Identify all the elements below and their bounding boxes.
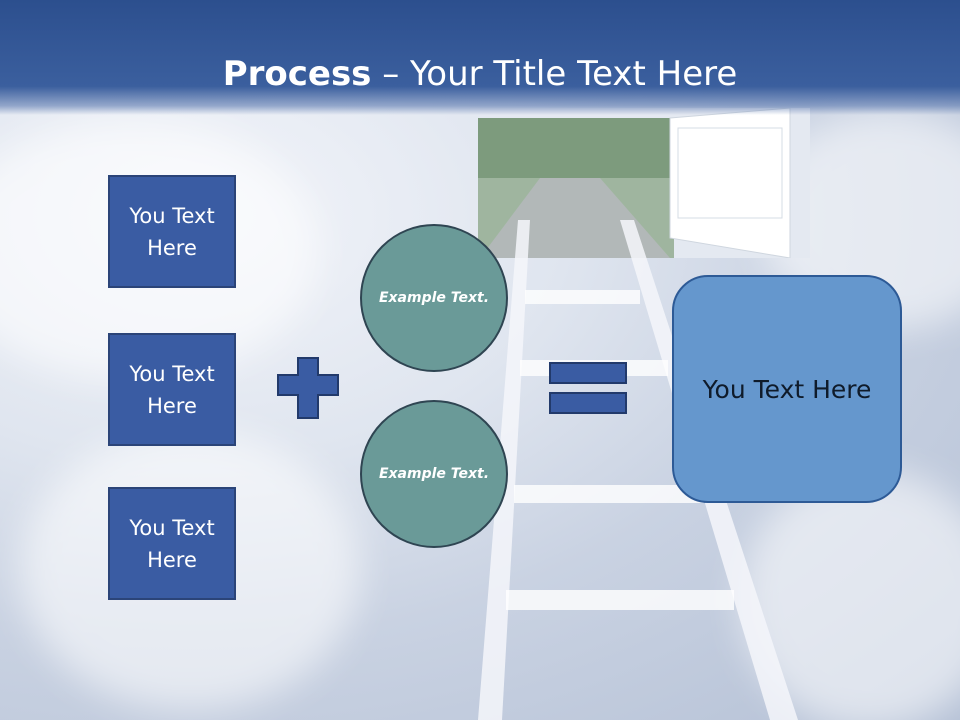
- title-bold: Process: [222, 54, 372, 94]
- result-box[interactable]: You Text Here: [672, 275, 902, 503]
- header-bar: [0, 0, 960, 115]
- text-box-2[interactable]: You Text Here: [108, 333, 236, 446]
- text-box-1[interactable]: You Text Here: [108, 175, 236, 288]
- example-circle-1[interactable]: Example Text.: [360, 224, 508, 372]
- title-rest: – Your Title Text Here: [371, 54, 738, 94]
- text-box-3[interactable]: You Text Here: [108, 487, 236, 600]
- slide-title[interactable]: Process – Your Title Text Here: [0, 52, 960, 96]
- example-circle-2[interactable]: Example Text.: [360, 400, 508, 548]
